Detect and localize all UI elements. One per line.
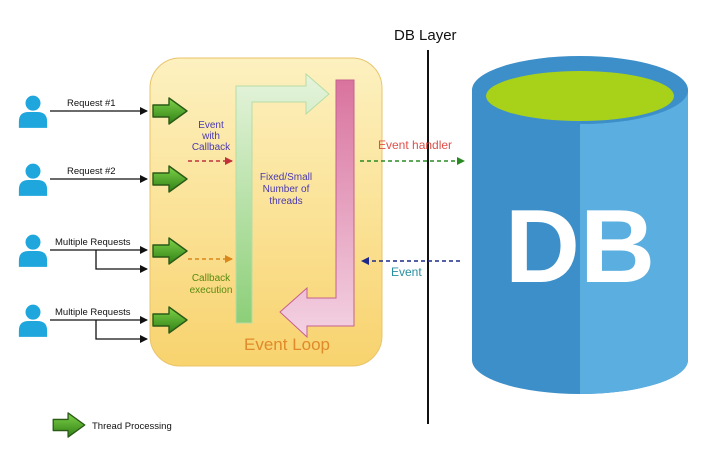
request-2-label: Request #2 xyxy=(67,166,116,177)
database-label: DB xyxy=(505,189,655,305)
threads-line-1: Fixed/Small xyxy=(260,172,312,183)
event-with-callback-line-1: Event xyxy=(198,120,224,131)
database-body-highlight xyxy=(580,90,688,394)
loop-forward-arrow xyxy=(235,72,330,324)
database-cylinder: DB xyxy=(472,56,688,394)
event-loop-title: Event Loop xyxy=(244,335,330,354)
event-label: Event xyxy=(391,265,422,279)
user-icon xyxy=(18,95,48,128)
request-1-label: Request #1 xyxy=(67,98,116,109)
legend-thread-arrow-icon xyxy=(52,412,86,438)
threads-label: Fixed/Small Number of threads xyxy=(260,172,312,207)
multiple-requests-2-arrow-b xyxy=(95,320,148,343)
callback-execution-line-2: execution xyxy=(190,285,233,296)
multiple-requests-1-label: Multiple Requests xyxy=(55,237,131,248)
threads-line-2: Number of xyxy=(263,184,310,195)
event-with-callback-line-3: Callback xyxy=(192,142,231,153)
loop-return-arrow xyxy=(279,79,355,339)
event-with-callback-label: Event with Callback xyxy=(192,120,231,153)
user-icon xyxy=(18,304,48,337)
user-icon xyxy=(18,234,48,267)
db-layer-title: DB Layer xyxy=(394,27,457,44)
user-icon xyxy=(18,163,48,196)
legend-label: Thread Processing xyxy=(92,421,172,432)
database-top-surface xyxy=(486,71,674,121)
callback-execution-label: Callback execution xyxy=(190,273,233,296)
multiple-requests-1-arrow-b xyxy=(95,250,148,273)
threads-line-3: threads xyxy=(269,196,302,207)
event-with-callback-line-2: with xyxy=(201,131,220,142)
event-handler-label: Event handler xyxy=(378,138,452,152)
callback-execution-line-1: Callback xyxy=(192,273,231,284)
event-loop-container xyxy=(149,57,383,367)
multiple-requests-2-label: Multiple Requests xyxy=(55,307,131,318)
